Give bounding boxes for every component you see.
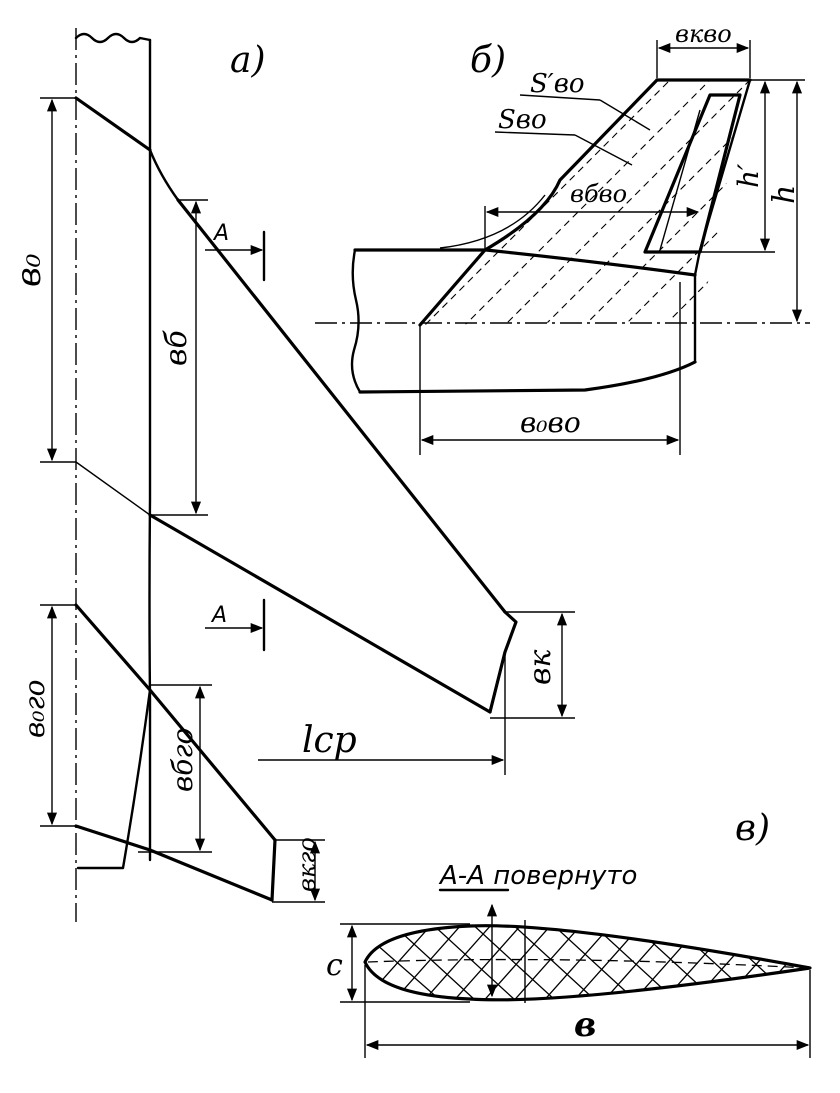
label-b: в <box>574 1005 596 1045</box>
fuselage-break-left <box>350 248 362 394</box>
label-s-vo-prime: S′во <box>530 69 585 99</box>
label-lsr: lср <box>302 720 357 761</box>
fuselage-top-line <box>353 248 697 277</box>
fuselage-break-line <box>74 32 152 44</box>
label-b0: в₀ <box>9 253 49 287</box>
label-s-vo: Sво <box>498 105 547 135</box>
section-title: А-А повернуто <box>438 861 637 891</box>
label-bkgo: вкго <box>293 837 321 892</box>
label-bbgo: вбго <box>166 728 199 792</box>
panel-a: в₀ вб вк lср А А в₀го вбго <box>9 28 575 922</box>
label-c: с <box>326 948 343 983</box>
label-h: h <box>767 185 802 204</box>
panel-b-label: б) <box>470 40 506 81</box>
label-section-a-bottom: А <box>210 603 227 628</box>
airfoil-mean-line <box>367 958 809 969</box>
panel-c-label: в) <box>735 808 770 849</box>
fuselage-side-line <box>148 38 152 862</box>
s-vo-leader-2 <box>574 134 633 166</box>
panel-b: б) S′во Sво вквo вбвo <box>315 20 810 455</box>
label-b0go: в₀го <box>18 679 51 738</box>
wing-root-fillet <box>148 148 180 202</box>
wing-leading-edge <box>74 96 507 614</box>
airfoil-outline <box>363 924 812 1002</box>
htail-trailing-edge <box>74 824 274 902</box>
panel-c: в) А-А повернуто с в <box>326 808 812 1058</box>
wing-trailing-edge <box>148 513 492 714</box>
panel-a-label: а) <box>230 40 266 81</box>
label-bkvo: вквo <box>675 20 732 48</box>
htail-leading-edge <box>74 603 277 842</box>
label-b0vo: в₀вo <box>520 406 581 439</box>
s-vo-prime-leader <box>519 94 601 101</box>
label-bb: вб <box>159 330 194 366</box>
fuselage-bottom-line <box>358 360 697 394</box>
label-section-a-top: А <box>212 221 229 246</box>
wing-tip-edge <box>488 610 518 714</box>
label-bbvo: вбвo <box>570 180 627 208</box>
rudder-inner-line <box>659 109 701 251</box>
label-bk: вк <box>523 650 558 685</box>
label-h-prime: h′ <box>732 163 765 188</box>
htail-root-fillet <box>76 688 152 870</box>
s-vo-prime-leader-2 <box>599 99 651 131</box>
rudder-outline <box>643 93 742 254</box>
wing-trailing-edge-extension <box>75 461 151 516</box>
s-vo-leader <box>494 131 576 136</box>
fin-root-fillet <box>439 194 546 249</box>
htail-tip-edge <box>270 838 277 902</box>
